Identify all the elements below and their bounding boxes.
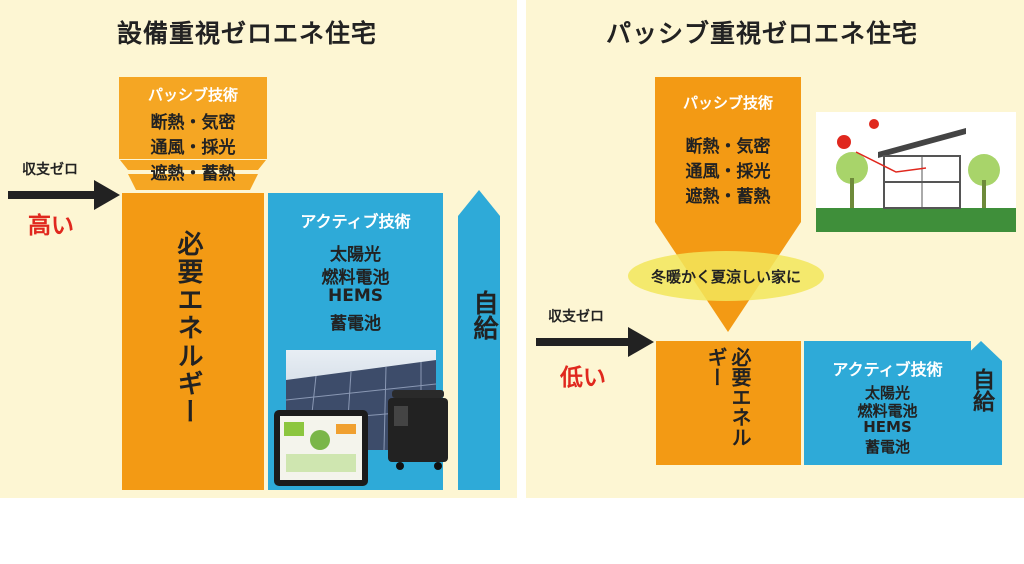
right-passive-funnel [628, 77, 824, 332]
right-passive-item-2: 通風・採光 [685, 162, 771, 182]
left-title: 設備重視ゼロエネ住宅 [117, 19, 378, 48]
right-active-item-1: 太陽光 [864, 384, 910, 402]
right-active-block [804, 341, 971, 465]
left-active-item-2: 燃料電池 [321, 268, 390, 288]
left-balance-arrow [8, 180, 120, 210]
left-passive-item-1: 断熱・気密 [150, 113, 236, 133]
right-active-item-2: 燃料電池 [857, 402, 918, 420]
left-active-item-3: HEMS [327, 286, 383, 306]
left-passive-trapezoids [120, 160, 266, 190]
left-self-supply-label: 自給 [470, 290, 499, 340]
right-passive-title: パッシブ技術 [682, 94, 773, 112]
right-active-item-4: 蓄電池 [864, 438, 910, 456]
right-panel: パッシブ重視ゼロエネ住宅 パッシブ技術 断熱・気密 通風・採光 遮熱・蓄熱 冬暖… [526, 0, 1024, 498]
left-energy-label: 必要エネルギー [173, 230, 203, 426]
left-panel: 設備重視ゼロエネ住宅 パッシブ技術 断熱・気密 通風・採光 遮熱・蓄熱 必要エネ… [0, 0, 517, 498]
right-active-title: アクティブ技術 [832, 360, 943, 379]
right-passive-item-3: 遮熱・蓄熱 [685, 187, 771, 207]
tablet-image [274, 410, 368, 486]
right-level: 低い [560, 365, 606, 391]
right-self-supply-arrow [960, 341, 1002, 465]
left-active-item-4: 蓄電池 [330, 314, 381, 334]
right-passive-item-1: 断熱・気密 [685, 137, 771, 157]
right-active-item-3: HEMS [863, 418, 912, 436]
right-oval-text: 冬暖かく夏涼しい家に [650, 268, 801, 286]
left-energy-column [122, 193, 264, 490]
right-title: パッシブ重視ゼロエネ住宅 [606, 19, 919, 48]
left-active-title: アクティブ技術 [300, 212, 411, 231]
left-passive-title: パッシブ技術 [147, 86, 238, 104]
right-self-supply-label: 自給 [969, 368, 994, 412]
right-energy-label: 必要エネルギー [704, 347, 752, 447]
left-self-supply-arrow [458, 190, 500, 490]
left-passive-item-3: 遮熱・蓄熱 [150, 164, 236, 184]
left-level: 高い [28, 213, 74, 239]
left-active-item-1: 太陽光 [330, 245, 381, 265]
left-passive-box [119, 77, 267, 159]
house-illustration [816, 112, 1016, 232]
right-energy-box [656, 341, 801, 465]
left-balance-label: 収支ゼロ [22, 162, 78, 178]
right-balance-arrow [536, 327, 654, 357]
left-passive-item-2: 通風・採光 [150, 138, 236, 158]
battery-image [388, 390, 448, 470]
right-balance-label: 収支ゼロ [548, 309, 604, 325]
